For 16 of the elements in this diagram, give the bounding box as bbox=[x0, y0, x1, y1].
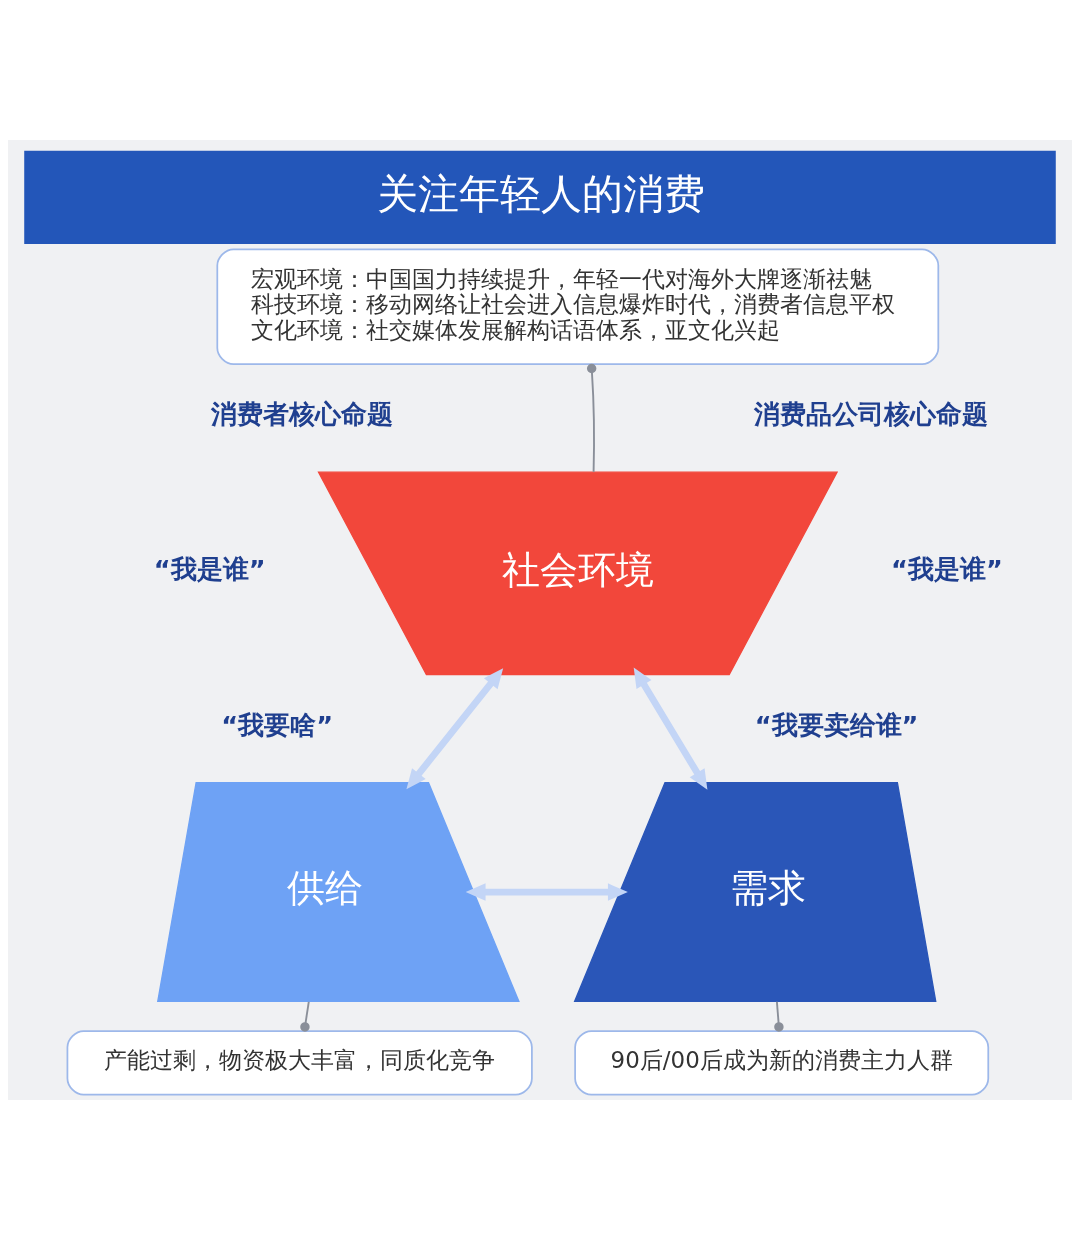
node-box: 产能过剩，物资极大丰富，同质化竞争 bbox=[66, 1029, 533, 1095]
label: “我要卖给谁” bbox=[754, 709, 919, 740]
label: “我是谁” bbox=[153, 553, 266, 584]
label: 消费品公司核心命题 bbox=[754, 398, 989, 429]
connector bbox=[774, 1000, 784, 1032]
node-box: 90后/00后成为新的消费主力人群 bbox=[574, 1029, 990, 1095]
label: 消费者核心命题 bbox=[210, 398, 393, 429]
connector bbox=[586, 363, 597, 473]
connector bbox=[300, 1000, 310, 1032]
label: “我要啥” bbox=[221, 709, 334, 740]
node-box: 宏观环境：中国国力持续提升，年轻一代对海外大牌逐渐祛魅 科技环境：移动网络让社会进入信息爆炸时代，消费者信息平权 文化环境：社交媒体发展解构话语体系，亚文化兴起 bbox=[216, 248, 940, 365]
arrow bbox=[406, 667, 504, 789]
label: “我是谁” bbox=[891, 553, 1003, 584]
arrow bbox=[633, 667, 708, 790]
diagram-title: 关注年轻人的消费 bbox=[377, 169, 706, 218]
arrow bbox=[465, 882, 628, 901]
